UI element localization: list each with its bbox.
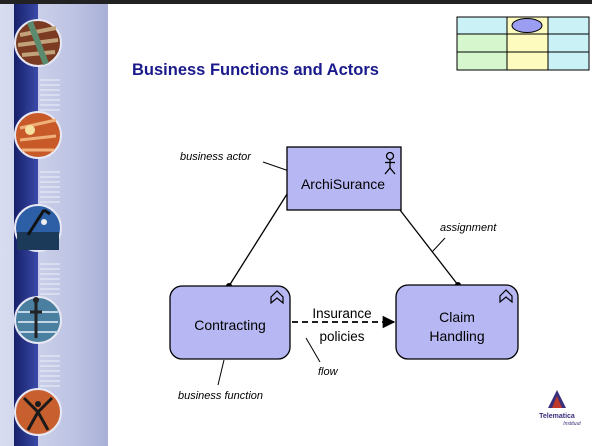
actor-label: ArchiSurance	[301, 176, 385, 192]
flow-pointer	[305, 337, 321, 363]
sidebar	[0, 4, 108, 446]
assignment-pointer	[431, 237, 446, 253]
sidebar-ticks	[40, 79, 60, 387]
annotation-business-actor: business actor	[180, 151, 252, 163]
actor-stick-figure-icon	[384, 151, 396, 175]
claim-handling-label-line1: Claim	[439, 309, 475, 325]
claim-handling-label-line2: Handling	[429, 328, 484, 344]
logo-text-main: Telematica	[539, 413, 575, 420]
annotation-flow: flow	[318, 366, 339, 378]
grid-oval-icon	[511, 18, 543, 33]
building-photo-icon	[14, 111, 62, 159]
telescope-photo-icon	[14, 204, 62, 252]
flow-label-line2: policies	[319, 329, 364, 344]
bricks-photo-icon	[14, 19, 62, 67]
business-function-claim-handling[interactable]: Claim Handling	[395, 284, 519, 360]
logo-text-sub: Instituut	[563, 421, 581, 427]
actor-node-archisurance[interactable]: ArchiSurance	[286, 146, 402, 211]
assignment-line-right	[399, 209, 459, 286]
contracting-label: Contracting	[194, 317, 266, 333]
person-photo-icon	[14, 296, 62, 344]
assignment-line-left	[228, 182, 295, 287]
viewpoint-grid-icon	[456, 16, 590, 71]
telematica-logo: Telematica Instituut	[539, 390, 581, 427]
annotation-business-function: business function	[178, 390, 263, 402]
page-title: Business Functions and Actors	[132, 61, 379, 79]
top-border	[0, 0, 592, 4]
telematica-triangle-logo-icon	[548, 390, 566, 408]
annotation-assignment: assignment	[440, 222, 497, 234]
flow-label-line1: Insurance	[312, 306, 371, 321]
business-function-contracting[interactable]: Contracting	[169, 285, 291, 360]
business-function-chevron-icon	[270, 290, 284, 305]
business-function-pointer	[217, 359, 225, 386]
business-function-chevron-icon	[499, 289, 513, 304]
dancer-photo-icon	[14, 388, 62, 436]
connectors	[217, 161, 461, 386]
